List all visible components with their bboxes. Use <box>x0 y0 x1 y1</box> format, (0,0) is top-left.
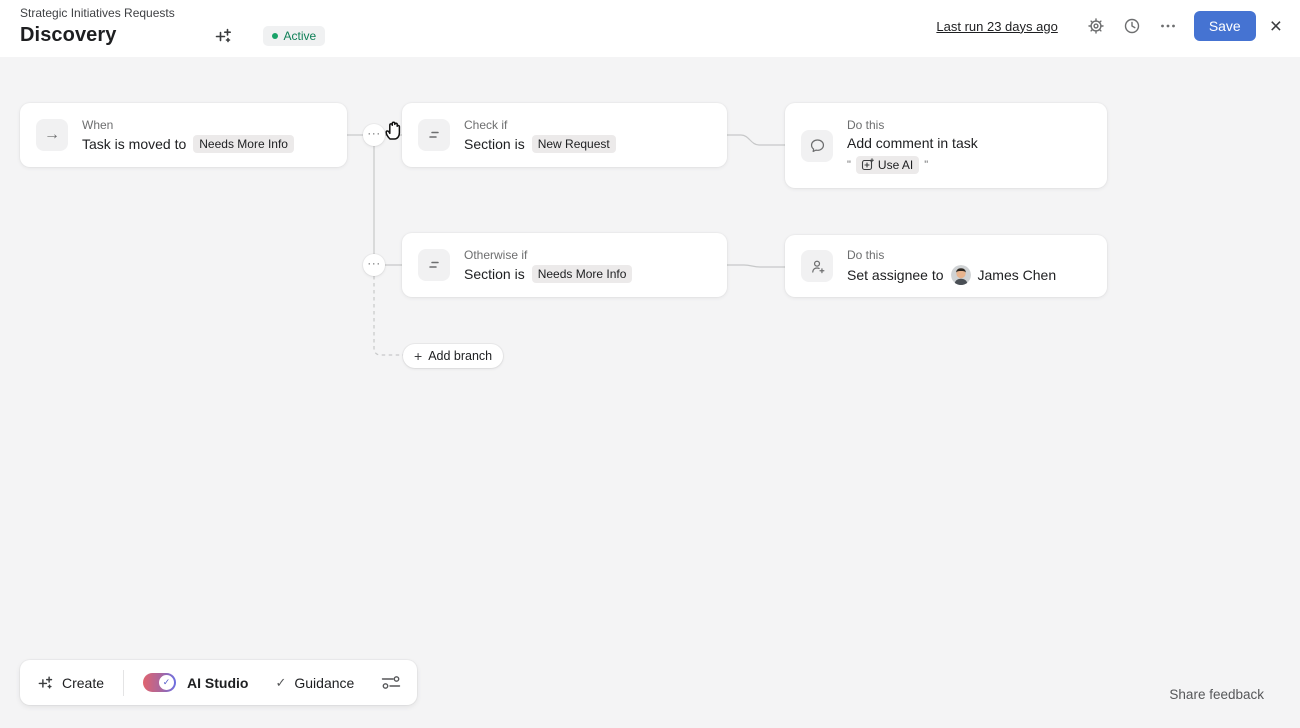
breadcrumb[interactable]: Strategic Initiatives Requests <box>20 6 175 20</box>
branch-connector-menu-bottom[interactable]: ··· <box>363 254 385 276</box>
action-comment-kicker: Do this <box>847 117 885 132</box>
toolbar-divider <box>123 669 125 696</box>
guidance-label: Guidance <box>294 674 355 691</box>
trigger-section-chip: Needs More Info <box>193 134 294 153</box>
status-dot-icon <box>271 32 278 39</box>
otherwise-if-section-chip: Needs More Info <box>531 264 633 283</box>
use-ai-chip[interactable]: Use AI <box>855 155 920 174</box>
action-assignee-node[interactable]: Do this Set assignee to James Chen <box>785 235 1107 297</box>
action-assignee-text: Set assignee to <box>847 266 944 283</box>
assignee-name: James Chen <box>977 266 1057 283</box>
workflow-canvas[interactable]: → When Task is moved to Needs More Info … <box>0 57 1300 728</box>
ai-studio-label[interactable]: AI Studio <box>187 674 249 691</box>
trigger-node-body: When Task is moved to Needs More Info <box>82 118 294 153</box>
branch-condition-icon <box>418 249 450 281</box>
check-if-node-body: Check if Section is New Request <box>464 118 616 153</box>
branch-connector-menu-top[interactable]: ··· <box>363 124 385 146</box>
add-branch-label: Add branch <box>428 349 493 363</box>
close-icon[interactable]: × <box>1269 14 1282 38</box>
ai-square-plus-icon <box>861 158 874 171</box>
check-if-text: Section is <box>464 135 525 152</box>
otherwise-if-node[interactable]: Otherwise if Section is Needs More Info <box>402 233 727 297</box>
action-comment-text: Add comment in task <box>847 134 978 151</box>
action-assignee-node-body: Do this Set assignee to James Chen <box>847 248 1056 285</box>
settings-gear-icon[interactable] <box>1080 10 1112 42</box>
action-comment-node-body: Do this Add comment in task " Use AI " <box>847 118 978 174</box>
ai-studio-toggle[interactable]: ✓ <box>143 673 177 692</box>
create-sparkles-icon <box>38 676 53 689</box>
add-branch-button[interactable]: + Add branch <box>403 344 504 368</box>
save-button[interactable]: Save <box>1193 11 1256 41</box>
header-actions: Last run 23 days ago Save × <box>936 10 1282 42</box>
toggle-check-icon: ✓ <box>159 675 175 690</box>
bottom-toolbar: Create ✓ AI Studio ✓ Guidance <box>20 660 418 705</box>
status-badge: Active <box>262 25 326 46</box>
history-clock-icon[interactable] <box>1116 10 1148 42</box>
plus-icon: + <box>414 348 423 364</box>
comment-bubble-icon <box>801 129 833 162</box>
create-button[interactable]: Create <box>38 675 104 691</box>
sliders-settings-icon[interactable] <box>381 674 401 691</box>
action-comment-node[interactable]: Do this Add comment in task " Use AI " <box>785 103 1107 188</box>
otherwise-if-node-body: Otherwise if Section is Needs More Info <box>464 247 633 283</box>
title-row: Discovery Active <box>20 24 1280 47</box>
header: Strategic Initiatives Requests Discovery… <box>0 0 1300 57</box>
guidance-check-icon: ✓ <box>275 674 287 690</box>
check-if-section-chip: New Request <box>531 134 616 153</box>
assignee-avatar <box>950 264 971 285</box>
quote-open: " <box>847 158 851 171</box>
share-feedback-link[interactable]: Share feedback <box>1169 687 1264 702</box>
trigger-text: Task is moved to <box>82 135 187 152</box>
branch-condition-icon <box>418 119 450 151</box>
quote-close: " <box>924 158 929 171</box>
comment-value-row: " Use AI " <box>847 155 978 174</box>
trigger-kicker: When <box>82 117 114 132</box>
check-if-kicker: Check if <box>464 117 508 132</box>
more-options-icon[interactable] <box>1152 10 1184 42</box>
hand-grab-cursor-icon <box>382 118 404 147</box>
use-ai-label: Use AI <box>877 157 914 172</box>
otherwise-if-kicker: Otherwise if <box>464 247 528 262</box>
check-if-node[interactable]: Check if Section is New Request <box>402 103 727 167</box>
page-title: Discovery <box>20 24 117 46</box>
last-run-link[interactable]: Last run 23 days ago <box>936 18 1058 34</box>
ai-sparkles-icon[interactable] <box>215 27 233 45</box>
guidance-button[interactable]: ✓ Guidance <box>275 675 354 691</box>
action-assignee-kicker: Do this <box>847 247 885 262</box>
arrow-right-icon: → <box>36 119 68 151</box>
trigger-node[interactable]: → When Task is moved to Needs More Info <box>20 103 347 167</box>
create-label: Create <box>62 674 105 691</box>
person-add-icon <box>801 250 833 282</box>
otherwise-if-text: Section is <box>464 265 525 282</box>
status-label: Active <box>283 28 317 43</box>
